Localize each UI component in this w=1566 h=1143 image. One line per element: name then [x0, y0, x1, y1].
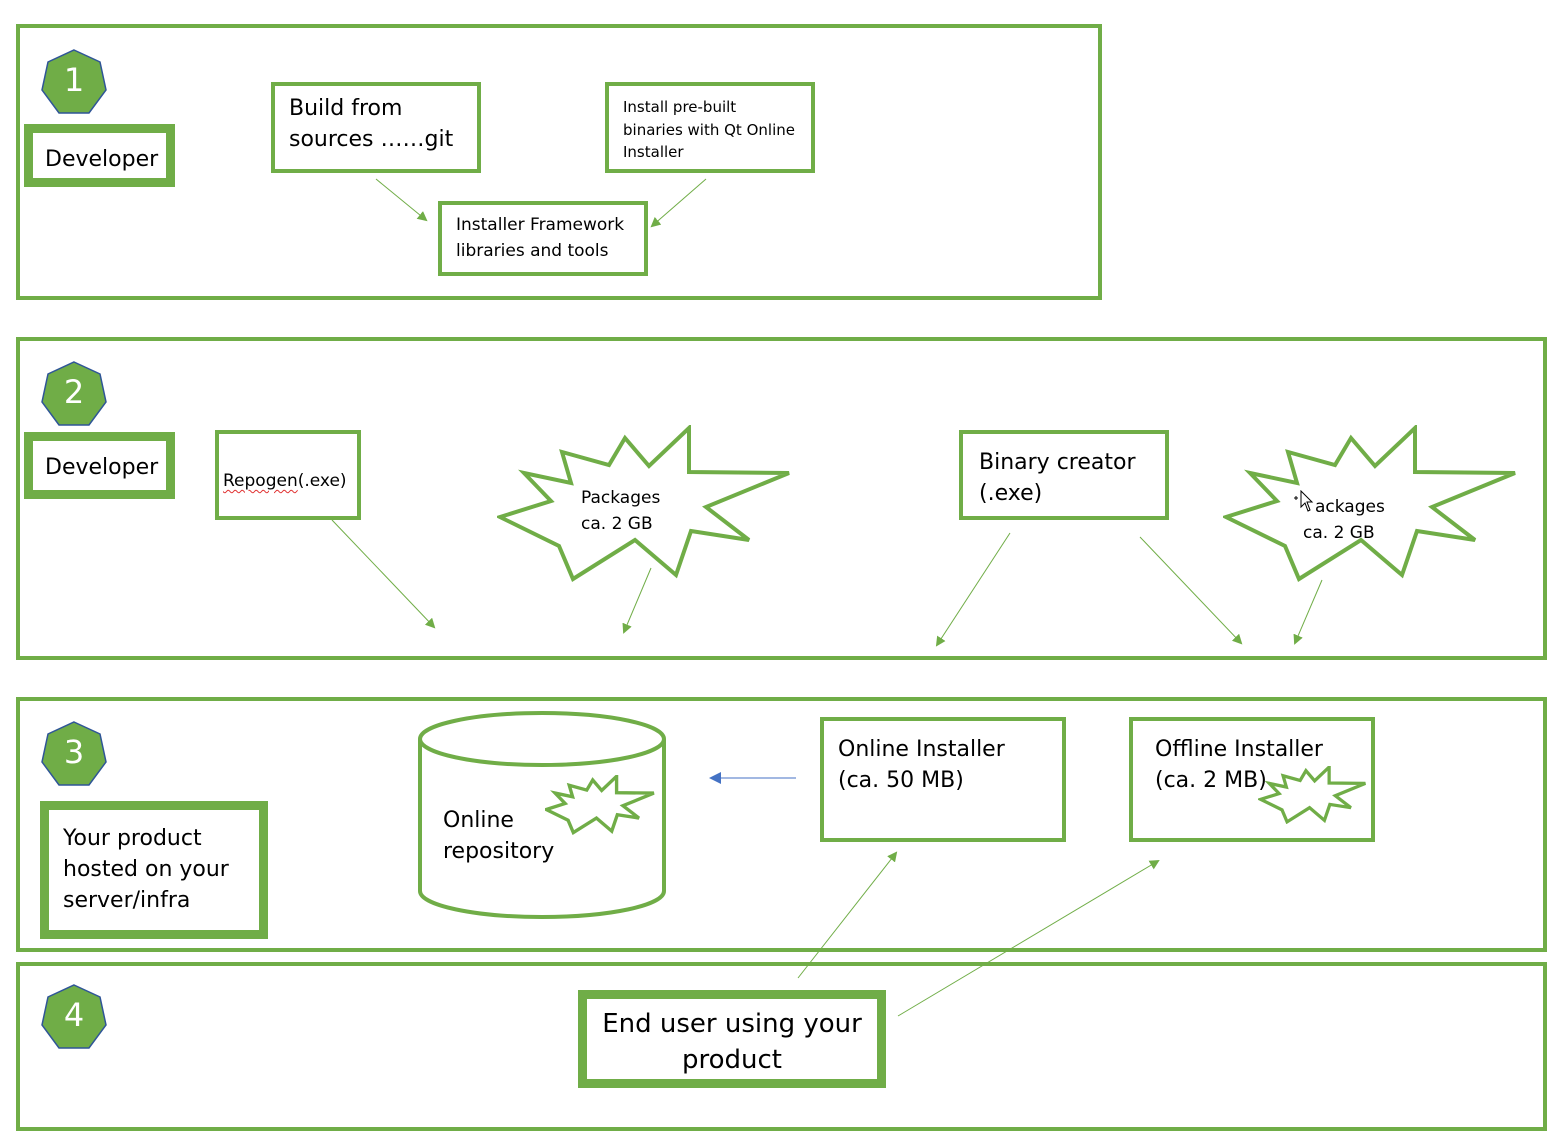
offline-starburst-icon — [1258, 766, 1366, 824]
arrow-packages-left-down — [622, 567, 652, 634]
role-developer-1: Developer — [24, 124, 175, 187]
move-cursor-icon — [1294, 490, 1314, 512]
role-product-hosted: Your product hosted on your server/infra — [40, 801, 268, 939]
offline-installer-line2: (ca. 2 MB) — [1155, 767, 1267, 793]
binary-creator-label: Binary creator (.exe) — [979, 450, 1136, 506]
arrow-repogen-down — [331, 519, 436, 629]
build-from-sources-box: Build from sources ……git — [271, 82, 481, 173]
role-product-hosted-label: Your product hosted on your server/infra — [63, 826, 229, 913]
section-4-badge: 4 — [39, 983, 109, 1053]
packages-left-line1: Packages — [581, 488, 661, 508]
heptagon-badge-icon — [41, 721, 107, 786]
packages-right-line1: ackages — [1315, 497, 1385, 517]
role-developer-1-label: Developer — [45, 147, 159, 172]
arrow-end-user-to-online-installer — [797, 851, 898, 979]
install-prebuilt-label: Install pre-built binaries with Qt Onlin… — [623, 98, 795, 161]
online-installer-line2: (ca. 50 MB) — [838, 767, 964, 793]
heptagon-badge-icon — [41, 984, 107, 1049]
section-3-number: 3 — [63, 733, 85, 771]
arrow-packages-right-down — [1293, 579, 1323, 645]
packages-left-line2: ca. 2 GB — [581, 514, 653, 534]
heptagon-badge-icon — [41, 361, 107, 426]
section-4-number: 4 — [63, 996, 85, 1034]
arrow-prebuilt-to-framework — [650, 178, 707, 228]
section-1-badge: 1 — [39, 48, 109, 118]
section-2-number: 2 — [63, 373, 85, 411]
arrow-binary-creator-down-left — [935, 532, 1011, 647]
arrow-build-to-framework — [375, 178, 428, 222]
online-installer-line1: Online Installer — [838, 737, 1005, 762]
section-1-number: 1 — [63, 61, 85, 99]
arrow-binary-creator-down-right — [1139, 536, 1243, 645]
end-user-label: End user using your product — [602, 1009, 862, 1075]
packages-right-line2: ca. 2 GB — [1303, 523, 1375, 543]
cylinder-database-icon — [418, 711, 666, 919]
section-2-badge: 2 — [39, 360, 109, 430]
installer-framework-box: Installer Framework libraries and tools — [438, 201, 648, 276]
install-prebuilt-box: Install pre-built binaries with Qt Onlin… — [605, 82, 815, 173]
build-from-sources-label: Build from sources ……git — [289, 96, 454, 152]
role-developer-2-label: Developer — [45, 455, 159, 480]
binary-creator-box: Binary creator (.exe) — [959, 430, 1169, 520]
online-repository-line1: Online — [443, 808, 514, 833]
role-developer-2: Developer — [24, 432, 175, 499]
end-user-box: End user using your product — [578, 990, 886, 1088]
online-installer-box: Online Installer (ca. 50 MB) — [820, 717, 1066, 842]
installer-framework-label: Installer Framework libraries and tools — [456, 215, 625, 261]
repogen-box: Repogen(.exe) — [215, 430, 361, 520]
offline-installer-box: Offline Installer (ca. 2 MB) — [1129, 717, 1375, 842]
heptagon-badge-icon — [41, 49, 107, 114]
offline-installer-line1: Offline Installer — [1155, 737, 1323, 762]
packages-right-starburst-icon — [1223, 425, 1516, 582]
repogen-extension: (.exe) — [297, 471, 347, 491]
arrow-end-user-to-offline-installer — [897, 859, 1160, 1017]
online-repository-line2: repository — [443, 839, 555, 864]
repository-starburst-icon — [545, 775, 655, 835]
repogen-label: Repogen — [223, 471, 298, 491]
section-3-badge: 3 — [39, 720, 109, 790]
packages-left-starburst-icon — [497, 425, 790, 582]
